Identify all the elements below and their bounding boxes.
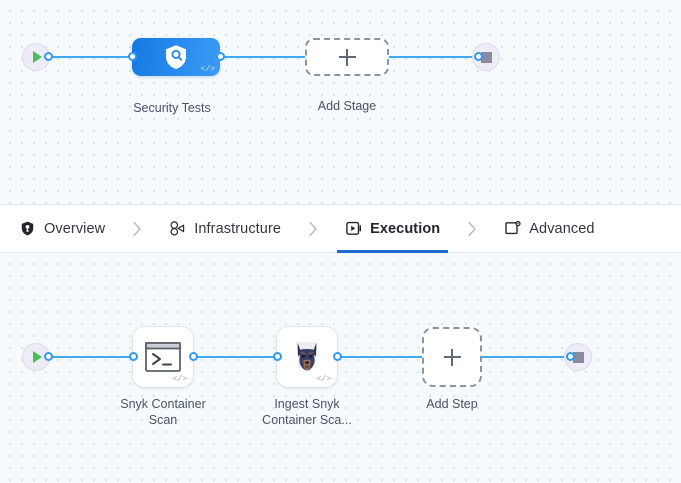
add-stage-button[interactable]	[305, 38, 389, 76]
shield-search-icon	[166, 45, 186, 69]
tab-separator-1	[107, 221, 167, 237]
step-start-node[interactable]	[22, 343, 50, 371]
stage-end-node[interactable]	[472, 43, 500, 71]
tab-overview[interactable]: Overview	[17, 205, 107, 253]
play-icon	[33, 51, 42, 63]
chevron-right-icon	[133, 221, 141, 236]
gear-card-icon	[504, 220, 521, 237]
tab-separator-3	[442, 221, 502, 237]
stage-node-out-port[interactable]	[216, 52, 225, 61]
step-end-node[interactable]	[564, 343, 592, 371]
tab-overview-label: Overview	[44, 220, 106, 237]
step-canvas[interactable]: </> Snyk Container Scan	[0, 253, 681, 483]
stage-node-security-tests[interactable]: </>	[132, 38, 220, 76]
pipeline-tabbar: Overview Infrastructure	[0, 204, 681, 253]
edge-stage-to-addstage	[214, 56, 310, 58]
nodes-icon	[169, 220, 186, 237]
snyk-doberman-icon	[297, 342, 317, 371]
stage-code-badge: </>	[200, 65, 215, 74]
shield-icon	[19, 220, 36, 237]
add-stage-label: Add Stage	[317, 99, 377, 113]
stage-node-label: Security Tests	[133, 101, 211, 115]
step1-label: Snyk Container Scan	[120, 397, 206, 427]
tab-separator-2	[283, 221, 343, 237]
stage-node-in-port[interactable]	[128, 52, 137, 61]
step-node-ingest-snyk-container-scan[interactable]: </>	[277, 327, 337, 387]
play-box-icon	[345, 220, 362, 237]
step1-out-port[interactable]	[189, 352, 198, 361]
tab-execution-label: Execution	[370, 220, 441, 237]
add-step-label: Add Step	[426, 397, 478, 411]
tab-infrastructure[interactable]: Infrastructure	[167, 205, 283, 253]
step1-in-port[interactable]	[129, 352, 138, 361]
tab-advanced-label: Advanced	[529, 220, 595, 237]
tab-advanced[interactable]: Advanced	[502, 205, 596, 253]
tab-infrastructure-label: Infrastructure	[194, 220, 282, 237]
chevron-right-icon	[309, 221, 317, 236]
add-step-button[interactable]	[422, 327, 482, 387]
step1-code-badge: </>	[172, 375, 187, 384]
step2-label: Ingest Snyk Container Sca...	[262, 397, 352, 427]
step2-code-badge: </>	[316, 375, 331, 384]
chevron-right-icon	[468, 221, 477, 236]
edge-start-to-step1	[46, 356, 134, 358]
stop-icon	[572, 351, 584, 363]
step-end-port[interactable]	[566, 352, 575, 361]
step2-out-port[interactable]	[333, 352, 342, 361]
terminal-icon	[145, 342, 181, 372]
edge-step1-to-step2	[194, 356, 280, 358]
stage-flow: </> Security Tests Add Stage	[0, 0, 681, 204]
step-flow: </> Snyk Container Scan	[0, 253, 681, 483]
edge-start-to-stage	[46, 56, 138, 58]
step-start-port[interactable]	[44, 352, 53, 361]
step-node-snyk-container-scan[interactable]: </>	[133, 327, 193, 387]
stage-canvas[interactable]: </> Security Tests Add Stage	[0, 0, 681, 204]
stop-icon	[480, 51, 492, 63]
edge-step2-to-addstep	[338, 356, 426, 358]
edge-addstep-to-end	[481, 356, 569, 358]
stage-start-port[interactable]	[44, 52, 53, 61]
plus-icon	[443, 348, 461, 366]
tab-execution[interactable]: Execution	[337, 205, 449, 253]
play-icon	[33, 351, 42, 363]
stage-end-port[interactable]	[474, 52, 483, 61]
step2-in-port[interactable]	[273, 352, 282, 361]
plus-icon	[338, 48, 356, 66]
edge-addstage-to-end	[387, 56, 479, 58]
